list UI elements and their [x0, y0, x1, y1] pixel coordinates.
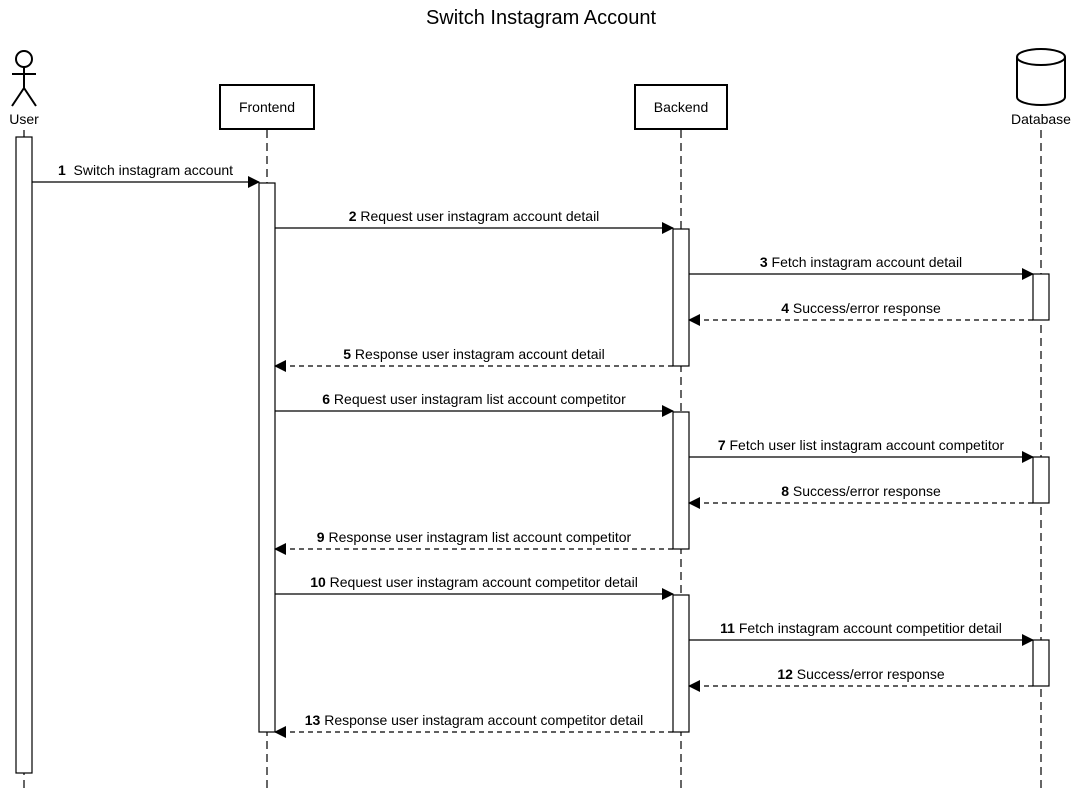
message-text: Fetch user list instagram account compet… — [726, 437, 1005, 453]
message-number: 5 — [343, 346, 351, 362]
participant-label-backend: Backend — [654, 99, 708, 115]
message-number: 8 — [781, 483, 789, 499]
activation-database-1 — [1032, 273, 1050, 321]
message-text: Switch instagram account — [66, 162, 233, 178]
message-number: 10 — [310, 574, 326, 590]
message-number: 1 — [58, 162, 66, 178]
activation-backend-2 — [672, 411, 690, 550]
database-icon — [1016, 48, 1066, 106]
message-text: Fetch instagram account detail — [768, 254, 963, 270]
message-text: Response user instagram account detail — [351, 346, 605, 362]
message-number: 4 — [781, 300, 789, 316]
participant-database[interactable]: Database — [1011, 48, 1071, 127]
message-label-3: 3 Fetch instagram account detail — [760, 254, 962, 270]
message-text: Response user instagram account competit… — [320, 712, 643, 728]
activation-frontend — [258, 182, 276, 733]
activation-backend-1 — [672, 228, 690, 367]
message-label-10: 10 Request user instagram account compet… — [310, 574, 638, 590]
activation-user — [15, 136, 33, 774]
message-number: 12 — [777, 666, 793, 682]
actor-icon — [11, 50, 37, 107]
message-number: 7 — [718, 437, 726, 453]
activation-backend-3 — [672, 594, 690, 733]
message-label-6: 6 Request user instagram list account co… — [322, 391, 626, 407]
message-label-12: 12 Success/error response — [777, 666, 945, 682]
messages: 1 Switch instagram account 2 Request user… — [32, 162, 1034, 738]
message-label-7: 7 Fetch user list instagram account comp… — [718, 437, 1005, 453]
message-text: Success/error response — [789, 300, 941, 316]
activation-database-3 — [1032, 639, 1050, 687]
activations — [15, 136, 1050, 774]
message-text: Request user instagram account competito… — [326, 574, 638, 590]
lifelines — [23, 130, 1042, 788]
participant-box-frontend — [219, 84, 315, 130]
message-number: 3 — [760, 254, 768, 270]
message-number: 6 — [322, 391, 330, 407]
message-text: Request user instagram account detail — [356, 208, 599, 224]
participant-label-database: Database — [1011, 111, 1071, 127]
message-label-8: 8 Success/error response — [781, 483, 941, 499]
participant-box-backend — [634, 84, 728, 130]
message-number: 11 — [720, 620, 735, 636]
activation-database-2 — [1032, 456, 1050, 504]
message-text: Success/error response — [789, 483, 941, 499]
participant-backend[interactable]: Backend — [634, 84, 728, 130]
participant-frontend[interactable]: Frontend — [219, 84, 315, 130]
message-number: 9 — [317, 529, 325, 545]
message-text: Fetch instagram account competitior deta… — [735, 620, 1002, 636]
message-label-5: 5 Response user instagram account detail — [343, 346, 605, 362]
message-text: Request user instagram list account comp… — [330, 391, 626, 407]
participant-user[interactable]: User — [9, 50, 39, 127]
message-text: Response user instagram list account com… — [325, 529, 632, 545]
message-label-4: 4 Success/error response — [781, 300, 941, 316]
message-number: 13 — [305, 712, 321, 728]
participant-label-user: User — [9, 111, 39, 127]
participant-label-frontend: Frontend — [239, 99, 295, 115]
message-label-2: 2 Request user instagram account detail — [349, 208, 600, 224]
message-text: Success/error response — [793, 666, 945, 682]
message-label-1: 1 Switch instagram account — [58, 162, 233, 178]
message-label-13: 13 Response user instagram account compe… — [305, 712, 644, 728]
diagram-title: Switch Instagram Account — [426, 7, 657, 29]
message-label-9: 9 Response user instagram list account c… — [317, 529, 632, 545]
message-number: 2 — [349, 208, 357, 224]
message-label-11: 11 Fetch instagram account competitior d… — [720, 620, 1002, 636]
